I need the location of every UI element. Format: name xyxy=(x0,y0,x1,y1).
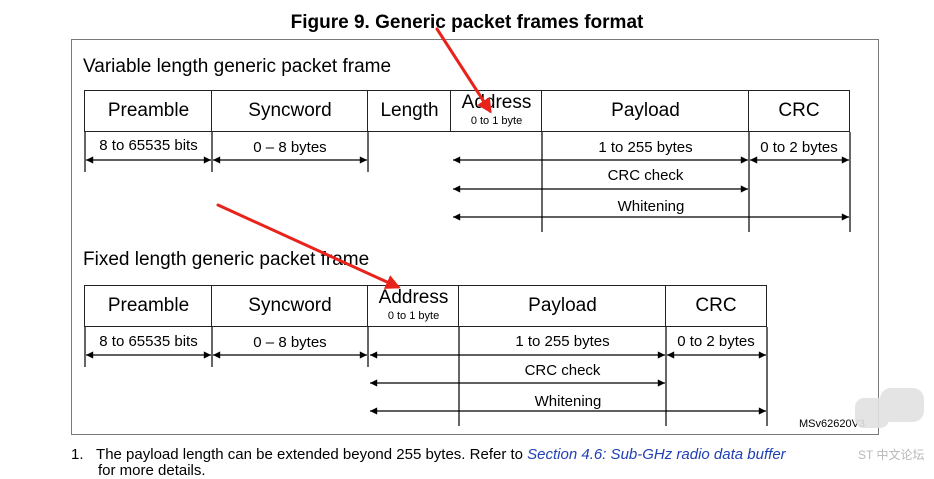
figure-title: Figure 9. Generic packet frames format xyxy=(290,12,644,33)
figure-panel xyxy=(71,39,879,435)
variable-address-field: Address 0 to 1 byte xyxy=(450,90,543,132)
forum-watermark: ST 中文论坛 xyxy=(858,448,925,462)
fixed-crc-check-span: CRC check xyxy=(524,362,601,379)
field-label: Preamble xyxy=(107,295,190,316)
field-label: Payload xyxy=(611,100,680,121)
variable-syncword-field: Syncword xyxy=(211,90,369,132)
variable-crc-field: CRC xyxy=(748,90,850,132)
field-label: Syncword xyxy=(248,295,332,316)
fixed-payload-field: Payload xyxy=(458,285,667,327)
footnote: 1. The payload length can be extended be… xyxy=(71,446,786,463)
variable-crc-check-span: CRC check xyxy=(607,167,684,184)
variable-payload-field: Payload xyxy=(541,90,750,132)
footnote-continuation: for more details. xyxy=(98,462,206,479)
field-label: Length xyxy=(380,100,439,121)
field-sublabel: 0 to 1 byte xyxy=(470,115,523,127)
variable-syncword-size: 0 – 8 bytes xyxy=(253,139,327,156)
field-label: CRC xyxy=(778,100,820,121)
fixed-whitening-span: Whitening xyxy=(534,393,602,410)
footnote-text: The payload length can be extended beyon… xyxy=(96,446,528,463)
fixed-syncword-size: 0 – 8 bytes xyxy=(253,334,327,351)
field-label: Preamble xyxy=(107,100,190,121)
variable-payload-size: 1 to 255 bytes xyxy=(598,139,693,156)
variable-frame-caption: Variable length generic packet frame xyxy=(83,56,392,77)
variable-preamble-size: 8 to 65535 bits xyxy=(99,137,198,154)
variable-length-field: Length xyxy=(367,90,452,132)
fixed-crc-field: CRC xyxy=(665,285,767,327)
field-label: Payload xyxy=(528,295,597,316)
fixed-frame-caption: Fixed length generic packet frame xyxy=(83,249,370,270)
field-label: Address xyxy=(378,287,449,308)
footnote-number: 1. xyxy=(71,446,84,463)
section-link[interactable]: Section 4.6: Sub-GHz radio data buffer xyxy=(527,446,786,463)
fixed-address-field: Address 0 to 1 byte xyxy=(367,285,460,327)
variable-whitening-span: Whitening xyxy=(617,198,685,215)
fixed-payload-size: 1 to 255 bytes xyxy=(515,333,610,350)
field-label: CRC xyxy=(695,295,737,316)
frame-diagram-lines xyxy=(84,27,924,428)
variable-preamble-field: Preamble xyxy=(84,90,213,132)
fixed-preamble-field: Preamble xyxy=(84,285,213,327)
document-id: MSv62620V3 xyxy=(799,418,866,430)
field-sublabel: 0 to 1 byte xyxy=(387,310,440,322)
fixed-syncword-field: Syncword xyxy=(211,285,369,327)
variable-crc-size: 0 to 2 bytes xyxy=(760,139,838,156)
fixed-preamble-size: 8 to 65535 bits xyxy=(99,333,198,350)
field-label: Syncword xyxy=(248,100,332,121)
fixed-crc-size: 0 to 2 bytes xyxy=(677,333,755,350)
